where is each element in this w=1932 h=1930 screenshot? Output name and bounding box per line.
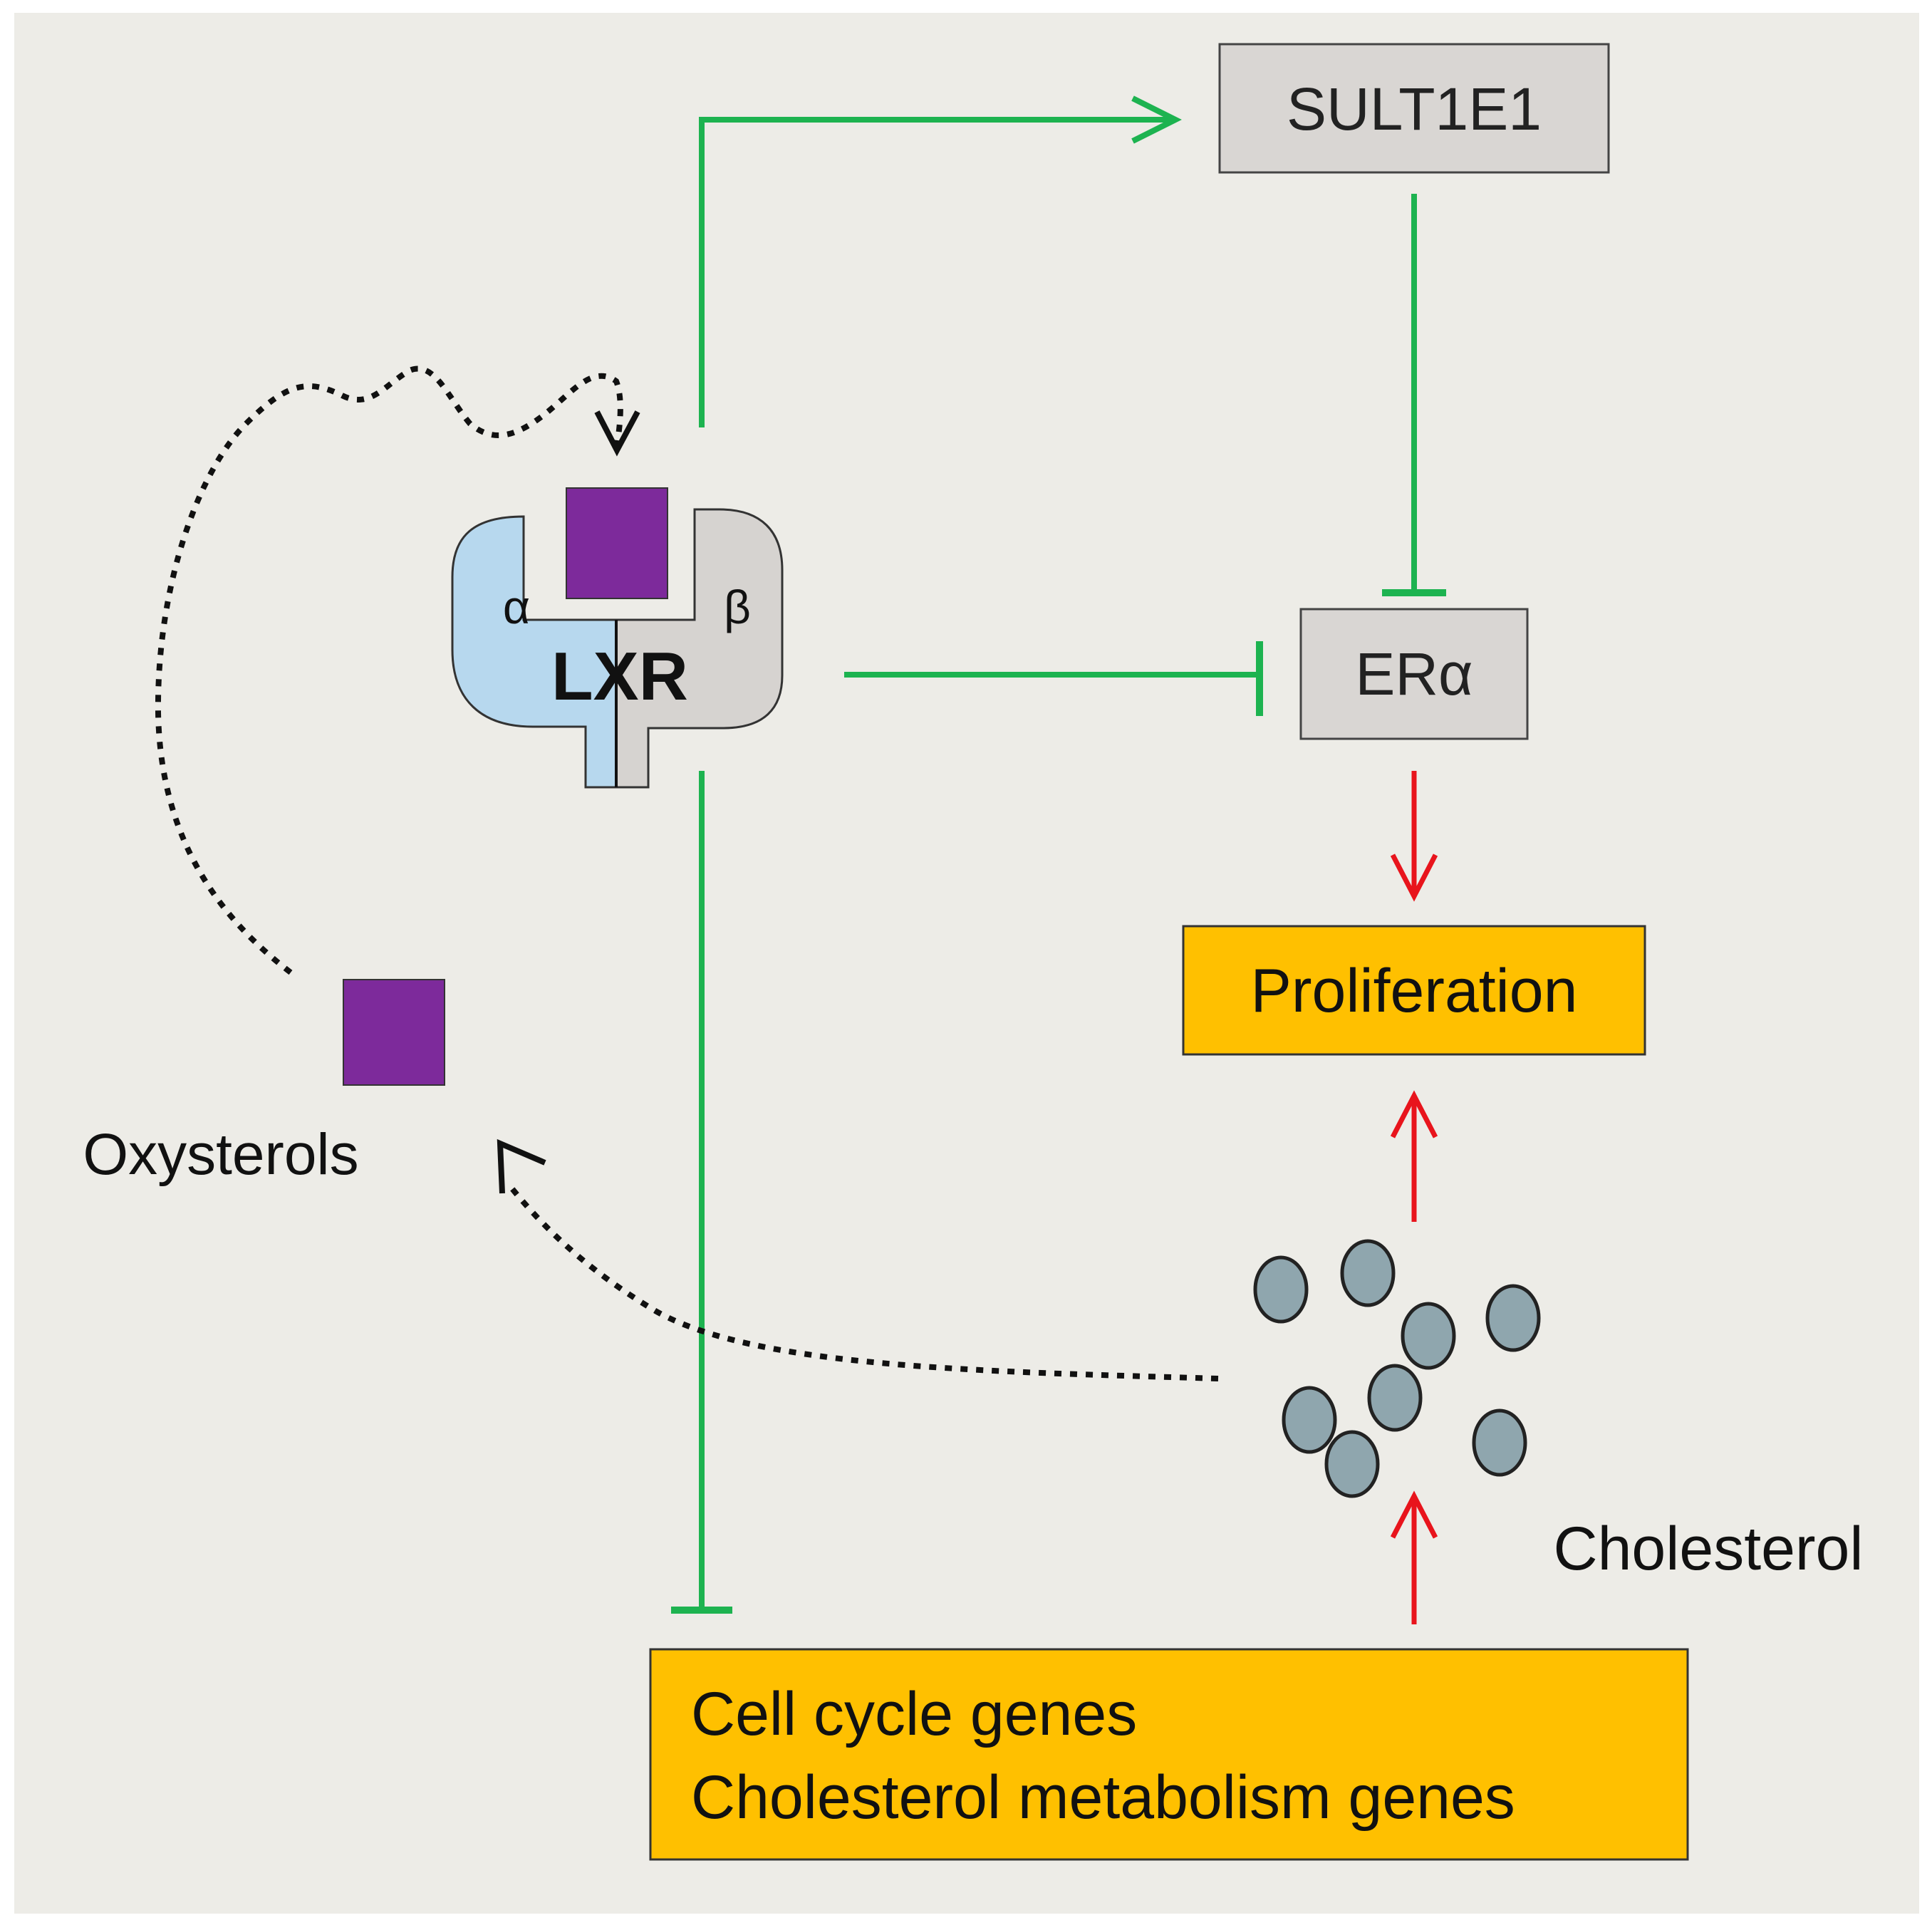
eralpha-label: ERα: [1355, 640, 1473, 707]
cholesterol-molecules: [1253, 1239, 1541, 1498]
cholesterol-molecule: [1324, 1430, 1380, 1498]
lxr-alpha-subunit: [451, 515, 618, 789]
edge-genes-promote-cholesterol: [1390, 1490, 1438, 1624]
genes-line-2: Cholesterol metabolism genes: [691, 1763, 1515, 1832]
lxr-alpha-label: α: [503, 581, 530, 633]
dotted-curve: [504, 1181, 1219, 1381]
cholesterol-molecule: [1401, 1302, 1456, 1370]
arrowhead: [1390, 1490, 1438, 1539]
oxysterol-ligand-bound: [566, 487, 668, 599]
activation-line: [699, 117, 1175, 427]
genes-box: [649, 1648, 1689, 1861]
oxysterols-label: Oxysterols: [83, 1122, 358, 1187]
lxr-label: LXR: [551, 638, 688, 715]
cholesterol-molecule: [1367, 1364, 1423, 1432]
dotted-curve: [155, 365, 623, 975]
proliferation-box: [1182, 925, 1646, 1056]
genes-node: Cell cycle genes Cholesterol metabolism …: [649, 1648, 1689, 1861]
cholesterol-node: Cholesterol: [1253, 1239, 1864, 1583]
edge-lxr-inhibits-eralpha: [844, 641, 1263, 716]
proliferation-node: Proliferation: [1182, 925, 1646, 1056]
oxysterols-node: Oxysterols: [83, 979, 445, 1187]
cholesterol-label: Cholesterol: [1554, 1515, 1864, 1583]
arrowhead: [1131, 95, 1182, 144]
edge-cholesterol-to-oxysterols: [497, 1138, 1219, 1381]
oxysterol-square: [343, 979, 445, 1086]
cholesterol-molecule: [1253, 1255, 1309, 1324]
edge-lxr-inhibits-genes: [671, 771, 732, 1614]
sult1e1-label: SULT1E1: [1287, 76, 1542, 142]
sult1e1-node: SULT1E1: [1218, 43, 1610, 174]
edge-cholesterol-promotes-proliferation: [1390, 1090, 1438, 1222]
cholesterol-molecule: [1282, 1386, 1337, 1454]
cholesterol-molecule: [1340, 1239, 1396, 1307]
edge-lxr-activates-sult1e1: [699, 95, 1182, 427]
lxr-beta-label: β: [724, 581, 751, 633]
eralpha-box: [1299, 608, 1529, 740]
sult1e1-box: [1218, 43, 1610, 174]
proliferation-label: Proliferation: [1251, 957, 1578, 1025]
edge-eralpha-promotes-proliferation: [1390, 771, 1438, 902]
eralpha-node: ERα: [1299, 608, 1529, 740]
edge-sult1e1-inhibits-eralpha: [1382, 194, 1446, 596]
genes-line-1: Cell cycle genes: [691, 1680, 1137, 1748]
lxr-receptor: α β LXR: [451, 487, 784, 789]
arrowhead: [497, 1138, 546, 1194]
arrowhead: [1390, 854, 1438, 902]
arrowhead: [594, 410, 640, 457]
arrowhead: [1390, 1090, 1438, 1138]
cholesterol-molecule: [1485, 1284, 1541, 1352]
lxr-beta-subunit: [615, 508, 784, 789]
cholesterol-molecule: [1472, 1408, 1527, 1477]
edge-oxysterols-bind-lxr: [155, 365, 640, 975]
